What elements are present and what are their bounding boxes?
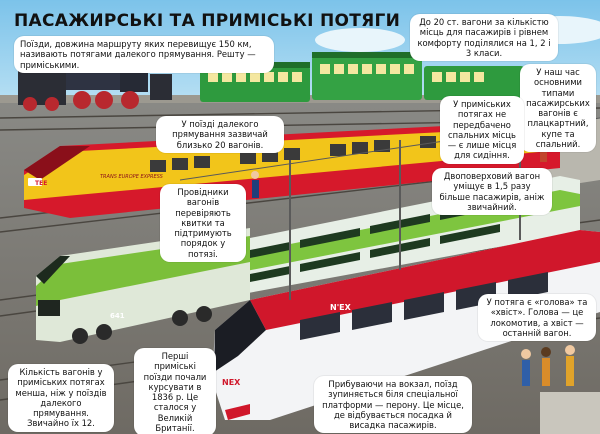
info-long-distance-cars: У поїзді далекого прямування зазвичай бл… xyxy=(156,116,284,153)
diesel-wheels xyxy=(72,306,212,344)
tee-nose xyxy=(24,146,90,180)
nex-skirt xyxy=(225,404,250,420)
person xyxy=(540,142,547,162)
diesel-front-grille xyxy=(38,300,60,316)
tee-logo: TEE xyxy=(35,180,47,187)
diesel-number: 641 xyxy=(110,312,125,320)
person xyxy=(542,358,550,386)
info-car-count: Кількість вагонів у приміських потягах м… xyxy=(8,364,114,432)
info-double-deck: Двоповерховий вагон уміщує в 1,5 разу бі… xyxy=(432,168,552,215)
coal-tender xyxy=(150,74,172,100)
info-first-trains: Перші приміські поїзди почали курсувати … xyxy=(134,348,216,434)
page-title: ПАСАЖИРСЬКІ ТА ПРИМІСЬКІ ПОТЯГИ xyxy=(14,11,401,31)
cloud xyxy=(315,28,405,52)
green-coach-3 xyxy=(424,66,524,100)
nex-red-roof xyxy=(250,230,600,330)
info-conductors: Провідники вагонів перевіряють квитки та… xyxy=(160,184,246,262)
nex-train xyxy=(212,230,600,420)
conductor xyxy=(252,180,259,198)
info-main-car-types: У наш час основними типами пасажирських … xyxy=(520,64,596,152)
info-cars-classes: До 20 ст. вагони за кількістю місць для … xyxy=(410,14,558,61)
info-head-tail: У потяга є «голова» та «хвіст». Голова —… xyxy=(478,294,596,341)
info-platform: Прибуваючи на вокзал, поїзд зупиняється … xyxy=(314,376,472,434)
person xyxy=(522,360,530,386)
steam-wheels xyxy=(23,91,139,111)
person xyxy=(566,356,574,386)
tee-logo-box xyxy=(28,178,42,186)
green-coaches xyxy=(200,52,524,102)
nex-windows xyxy=(300,272,548,340)
tee-text: TRANS EUROPE EXPRESS xyxy=(100,174,164,180)
diesel-cab-window xyxy=(36,256,70,284)
nex-nose-logo: NEX xyxy=(222,378,241,387)
platform-bottom xyxy=(540,392,600,434)
nex-badge: N'EX xyxy=(330,303,352,312)
green-coach-2 xyxy=(312,56,422,100)
nex-nose-window xyxy=(214,300,266,372)
info-intro: Поїзди, довжина маршруту яких перевищує … xyxy=(14,36,274,73)
info-suburban-seats: У приміських потягах не передбачено спал… xyxy=(440,96,524,164)
